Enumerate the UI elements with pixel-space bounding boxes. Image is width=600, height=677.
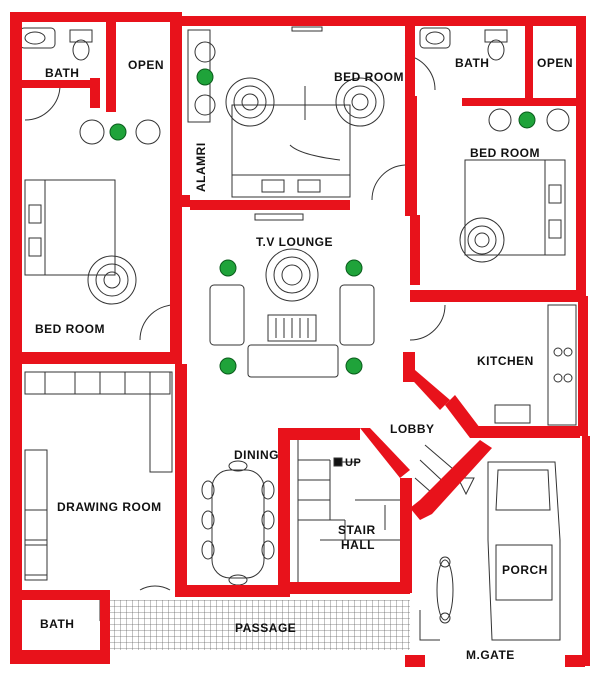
room-label-stair-hall-line1: STAIR xyxy=(338,523,376,537)
room-label-bath-top-right: BATH xyxy=(455,56,490,70)
room-label-lobby: LOBBY xyxy=(390,422,435,436)
room-label-bath-bottom-left: BATH xyxy=(40,617,75,631)
room-label-passage: PASSAGE xyxy=(235,621,297,635)
room-label-dining: DINING xyxy=(234,448,279,462)
room-label-kitchen: KITCHEN xyxy=(477,354,534,368)
room-label-open-top-left: OPEN xyxy=(128,58,165,72)
room-label-alamri: ALAMRI xyxy=(194,142,208,192)
passage-paving xyxy=(110,600,410,650)
room-label-stair-hall-line2: HALL xyxy=(341,538,375,552)
room-label-bath-top-left: BATH xyxy=(45,66,80,80)
room-label-porch: PORCH xyxy=(502,563,548,577)
stair-up-label: UP xyxy=(345,457,362,469)
room-label-drawing-room: DRAWING ROOM xyxy=(57,500,162,514)
room-label-bed-room-left: BED ROOM xyxy=(35,322,105,336)
room-label-bed-room-top: BED ROOM xyxy=(334,70,404,84)
room-label-tv-lounge: T.V LOUNGE xyxy=(256,235,334,249)
room-label-bed-room-right: BED ROOM xyxy=(470,146,540,160)
door-swings xyxy=(24,54,446,641)
room-label-open-top-right: OPEN xyxy=(537,56,574,70)
walls xyxy=(10,12,590,667)
main-gate-label: M.GATE xyxy=(466,648,515,662)
plants xyxy=(109,68,536,375)
